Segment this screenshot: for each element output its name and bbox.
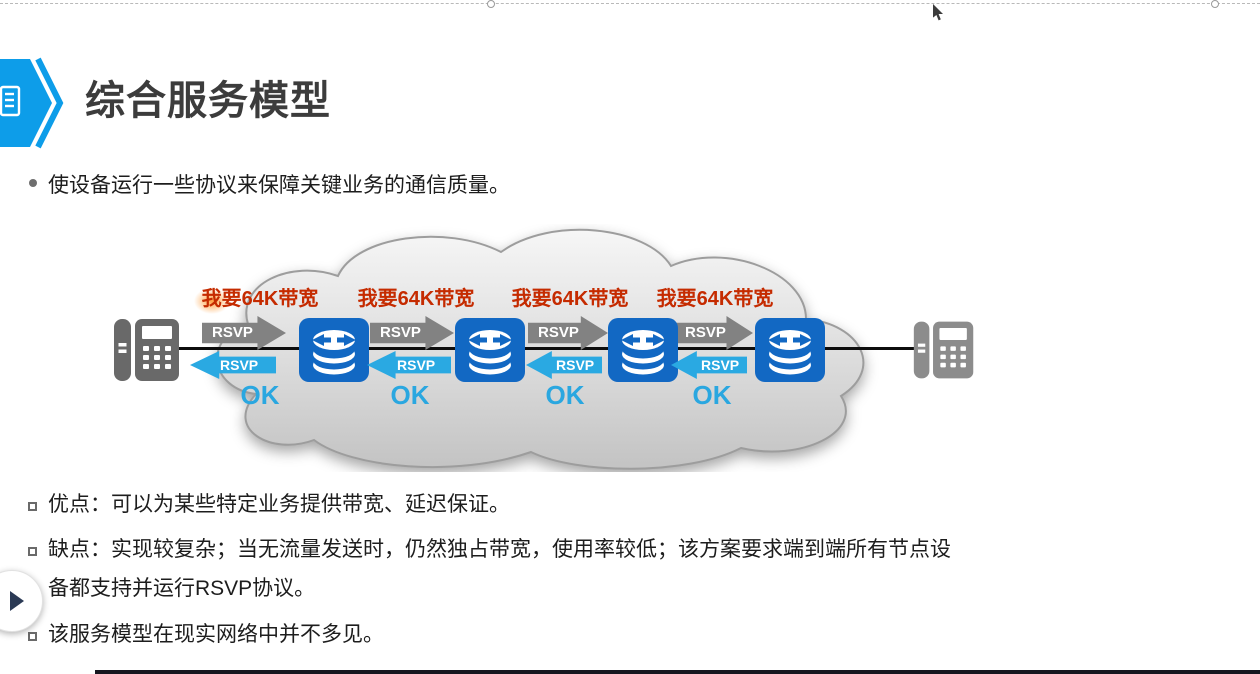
ok-label: OK — [545, 380, 585, 410]
note-bullet-text: 该服务模型在现实网络中并不多见。 — [48, 623, 384, 646]
router-icon — [607, 317, 679, 388]
document-icon — [0, 85, 21, 117]
telephone-icon — [112, 316, 182, 389]
router-icon — [754, 317, 826, 388]
transmission-line — [172, 347, 917, 350]
badge-chevron-outline — [35, 57, 64, 149]
router-icon — [454, 317, 526, 388]
bullet-square — [28, 502, 37, 511]
bandwidth-request-label: 我要64K带宽 — [511, 288, 629, 310]
progress-bar[interactable] — [95, 670, 1260, 674]
selection-handle[interactable] — [487, 0, 495, 8]
ok-label: OK — [390, 380, 430, 410]
mouse-cursor-icon — [933, 4, 944, 26]
bullet-square — [28, 547, 37, 556]
intro-bullet-text: 使设备运行一些协议来保障关键业务的通信质量。 — [48, 174, 510, 197]
ok-label: OK — [692, 380, 732, 410]
next-arrow-icon — [10, 591, 24, 611]
page-title: 综合服务模型 — [85, 79, 331, 123]
selection-border — [0, 3, 1260, 4]
ok-label: OK — [240, 380, 280, 410]
bandwidth-request-label: 我要64K带宽 — [201, 288, 319, 310]
router-icon — [298, 317, 370, 388]
bandwidth-request-label: 我要64K带宽 — [656, 288, 774, 310]
bullet-square — [28, 632, 37, 641]
bullet-dot — [29, 179, 37, 187]
selection-handle[interactable] — [1211, 0, 1219, 8]
laser-pointer-glow — [194, 288, 230, 314]
badge-chevron-shape — [0, 59, 52, 147]
disadvantage-bullet-text: 缺点：实现较复杂；当无流量发送时，仍然独占带宽，使用率较低；该方案要求端到端所有… — [48, 538, 951, 600]
bandwidth-request-label: 我要64K带宽 — [357, 288, 475, 310]
title-badge — [0, 57, 66, 154]
advantage-bullet-text: 优点：可以为某些特定业务提供带宽、延迟保证。 — [48, 493, 510, 516]
telephone-icon — [912, 316, 976, 389]
